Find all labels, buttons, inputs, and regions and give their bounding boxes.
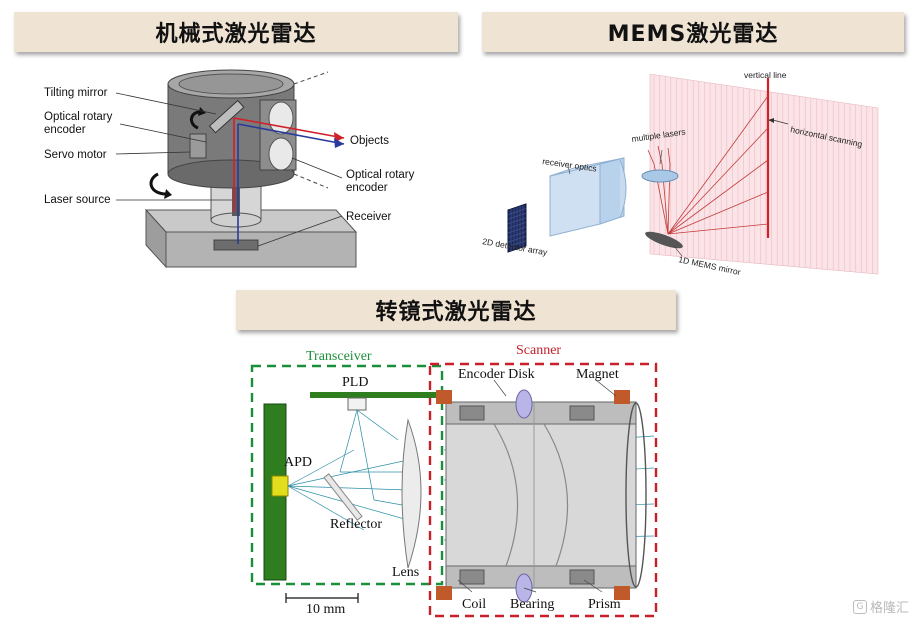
title-mirror-text: 转镜式激光雷达 xyxy=(375,300,537,325)
label-scanner: Scanner xyxy=(516,343,561,358)
watermark-text: 格隆汇 xyxy=(869,601,909,616)
label-coil: Coil xyxy=(462,597,486,612)
scanner-drum xyxy=(436,389,647,603)
label-laser-source: Laser source xyxy=(44,194,110,206)
mems-mirror xyxy=(645,231,683,249)
transceiver-box xyxy=(250,364,444,586)
label-optical-rotary-encoder-b-1: Optical rotary xyxy=(346,169,415,181)
scanning-plane xyxy=(649,73,879,275)
watermark-logo-icon: G xyxy=(852,599,867,614)
title-mems-text: MEMS激光雷达 xyxy=(607,22,779,47)
reflector xyxy=(323,473,363,521)
label-tilting-mirror: Tilting mirror xyxy=(44,87,108,99)
pld-arm xyxy=(310,392,442,398)
title-mems-lidar: MEMS激光雷达 xyxy=(482,12,904,52)
label-prism: Prism xyxy=(588,597,621,612)
label-scale: 10 mm xyxy=(306,602,345,617)
label-optical-rotary-encoder-a-2: encoder xyxy=(44,124,86,136)
watermark: G 格隆汇 xyxy=(852,597,909,616)
apd-sensor xyxy=(271,475,289,497)
mems-lidar-diagram: vertical line horizontal scanning multip… xyxy=(482,68,882,277)
label-magnet: Magnet xyxy=(576,367,619,382)
label-servo-motor: Servo motor xyxy=(44,149,107,161)
label-lens: Lens xyxy=(392,565,419,580)
label-reflector: Reflector xyxy=(330,517,382,532)
label-encoder-disk: Encoder Disk xyxy=(458,367,535,382)
label-receiver: Receiver xyxy=(346,211,392,223)
label-optical-rotary-encoder-b-2: encoder xyxy=(346,182,388,194)
label-pld: PLD xyxy=(342,375,368,390)
laser-rays xyxy=(647,95,769,235)
rotating-mirror-lidar-diagram: Transceiver Scanner PLD APD Encoder Disk… xyxy=(244,340,664,620)
label-transceiver: Transceiver xyxy=(306,349,372,364)
label-objects: Objects xyxy=(350,135,389,147)
receiver-optics xyxy=(549,157,627,237)
label-vertical-line: vertical line xyxy=(744,70,787,80)
laser-lens xyxy=(641,169,679,183)
label-apd: APD xyxy=(284,455,312,470)
label-bearing: Bearing xyxy=(510,597,554,612)
pld-module xyxy=(347,397,367,411)
mechanical-lidar-diagram: Tilting mirror Optical rotary encoder Se… xyxy=(38,62,440,270)
detector-array xyxy=(507,203,527,253)
rotating-head xyxy=(167,69,297,189)
title-mechanical-text: 机械式激光雷达 xyxy=(155,22,317,47)
title-rotating-mirror-lidar: 转镜式激光雷达 xyxy=(236,290,676,330)
label-optical-rotary-encoder-a-1: Optical rotary xyxy=(44,111,113,123)
title-mechanical-lidar: 机械式激光雷达 xyxy=(14,12,458,52)
scanner-box xyxy=(428,362,658,618)
lens xyxy=(401,418,422,569)
